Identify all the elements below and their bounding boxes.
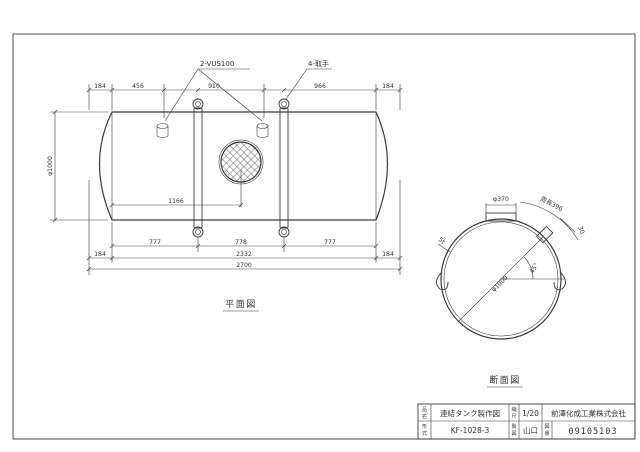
tb-scale: 1/20 bbox=[522, 409, 539, 418]
dim-184-bottom-left: 184 bbox=[94, 251, 106, 258]
dimension-lines bbox=[54, 89, 400, 270]
dim-5t: 5t bbox=[437, 236, 447, 246]
dim-184-top-left: 184 bbox=[94, 83, 106, 90]
dim-910: 910 bbox=[208, 83, 220, 90]
dim-arc-396 bbox=[519, 201, 579, 241]
callout-nozzle: 2-VUS100 bbox=[200, 60, 234, 68]
callout-leaders bbox=[164, 68, 332, 122]
nozzle-1 bbox=[156, 123, 169, 138]
dim-phi-1000: φ1000 bbox=[490, 274, 509, 293]
tb-name-label-1: 品 bbox=[422, 407, 427, 413]
dim-angle-45: 45° bbox=[528, 262, 540, 275]
dim-966: 966 bbox=[314, 83, 326, 90]
handle-right bbox=[553, 271, 566, 291]
dim-778: 778 bbox=[235, 239, 247, 246]
sheet-frame bbox=[12, 33, 636, 440]
dim-2332: 2332 bbox=[236, 251, 252, 258]
leader-5t bbox=[437, 243, 451, 253]
dim-2700: 2700 bbox=[236, 262, 252, 269]
tb-scale-label-1: 縮 bbox=[511, 406, 516, 413]
dim-777-left: 777 bbox=[149, 239, 161, 246]
tb-drawer: 山口 bbox=[523, 425, 538, 435]
tb-drawer-label-2: 図 bbox=[511, 431, 516, 437]
dim-diameter-1000: φ1000 bbox=[47, 156, 54, 176]
tb-scale-label-2: 尺 bbox=[511, 414, 516, 420]
handle-strap-left bbox=[192, 98, 204, 238]
tb-company: 前澤化成工業株式会社 bbox=[551, 408, 626, 418]
tb-drawing-name: 連結タンク製作図 bbox=[440, 408, 500, 418]
dim-1166: 1166 bbox=[168, 198, 184, 205]
section-view-title: 断面図 bbox=[489, 374, 521, 386]
handle-left bbox=[436, 271, 449, 291]
nozzle-2 bbox=[256, 123, 269, 138]
tb-type-label-2: 式 bbox=[422, 430, 427, 437]
dim-456: 456 bbox=[132, 83, 144, 90]
extension-lines bbox=[50, 84, 401, 275]
dim-184-top-right: 184 bbox=[382, 83, 394, 90]
tb-num-label-1: 図 bbox=[544, 424, 549, 430]
tb-name-label-2: 名 bbox=[422, 413, 427, 420]
callout-handle: 4-取手 bbox=[308, 59, 329, 68]
tb-drawing-number: 09105103 bbox=[569, 427, 618, 437]
tb-type-label-1: 形 bbox=[422, 423, 427, 430]
dim-30: 30 bbox=[576, 225, 585, 235]
dim-perimeter-396: 周長396 bbox=[539, 196, 564, 214]
angle-arc bbox=[523, 256, 534, 280]
dimension-ticks bbox=[52, 87, 403, 272]
tb-drawer-label-1: 製 bbox=[511, 423, 516, 430]
tb-model: KF-1028-3 bbox=[451, 426, 490, 435]
manhole-riser bbox=[485, 212, 517, 222]
plan-view-title: 平面図 bbox=[225, 299, 257, 310]
handle-strap-right bbox=[278, 98, 290, 238]
side-nozzle bbox=[535, 225, 554, 244]
dim-777-right: 777 bbox=[324, 239, 336, 246]
dim-phi-370: φ370 bbox=[493, 196, 509, 203]
section-view: φ370 周長396 30 5t φ1000 45° 断面図 bbox=[436, 196, 585, 388]
plan-view: 2-VUS100 4-取手 bbox=[47, 59, 403, 312]
dim-184-bottom-right: 184 bbox=[382, 251, 394, 258]
dim-line-30 bbox=[559, 217, 576, 233]
tb-num-label-2: 番 bbox=[544, 430, 549, 437]
title-block: 品 名 連結タンク製作図 縮 尺 1/20 前澤化成工業株式会社 形 式 KF-… bbox=[417, 403, 636, 440]
